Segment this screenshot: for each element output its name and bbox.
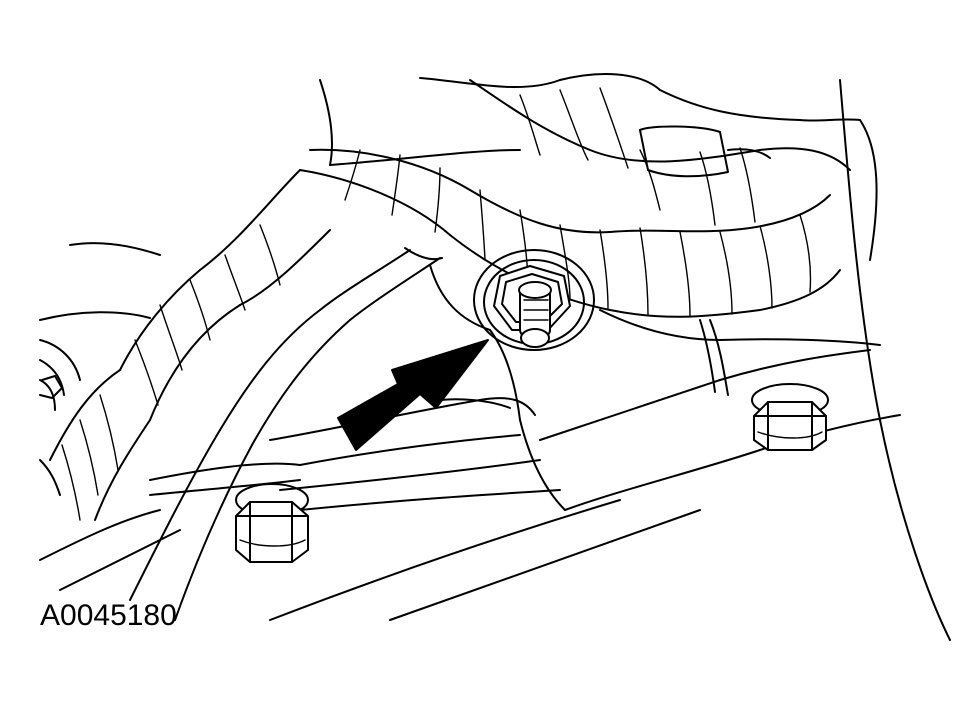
stud-and-nut	[474, 250, 594, 350]
bolt-right	[752, 384, 828, 450]
lower-frame	[40, 398, 700, 620]
arrow-pointer-icon	[338, 340, 488, 450]
figure-id-label: A0045180	[40, 599, 177, 632]
tubes	[130, 248, 442, 620]
bolt-left	[236, 484, 308, 562]
wiring-harness	[300, 80, 850, 317]
upper-housing	[320, 74, 950, 640]
left-edge-components	[40, 243, 160, 495]
left-harness	[50, 170, 330, 520]
